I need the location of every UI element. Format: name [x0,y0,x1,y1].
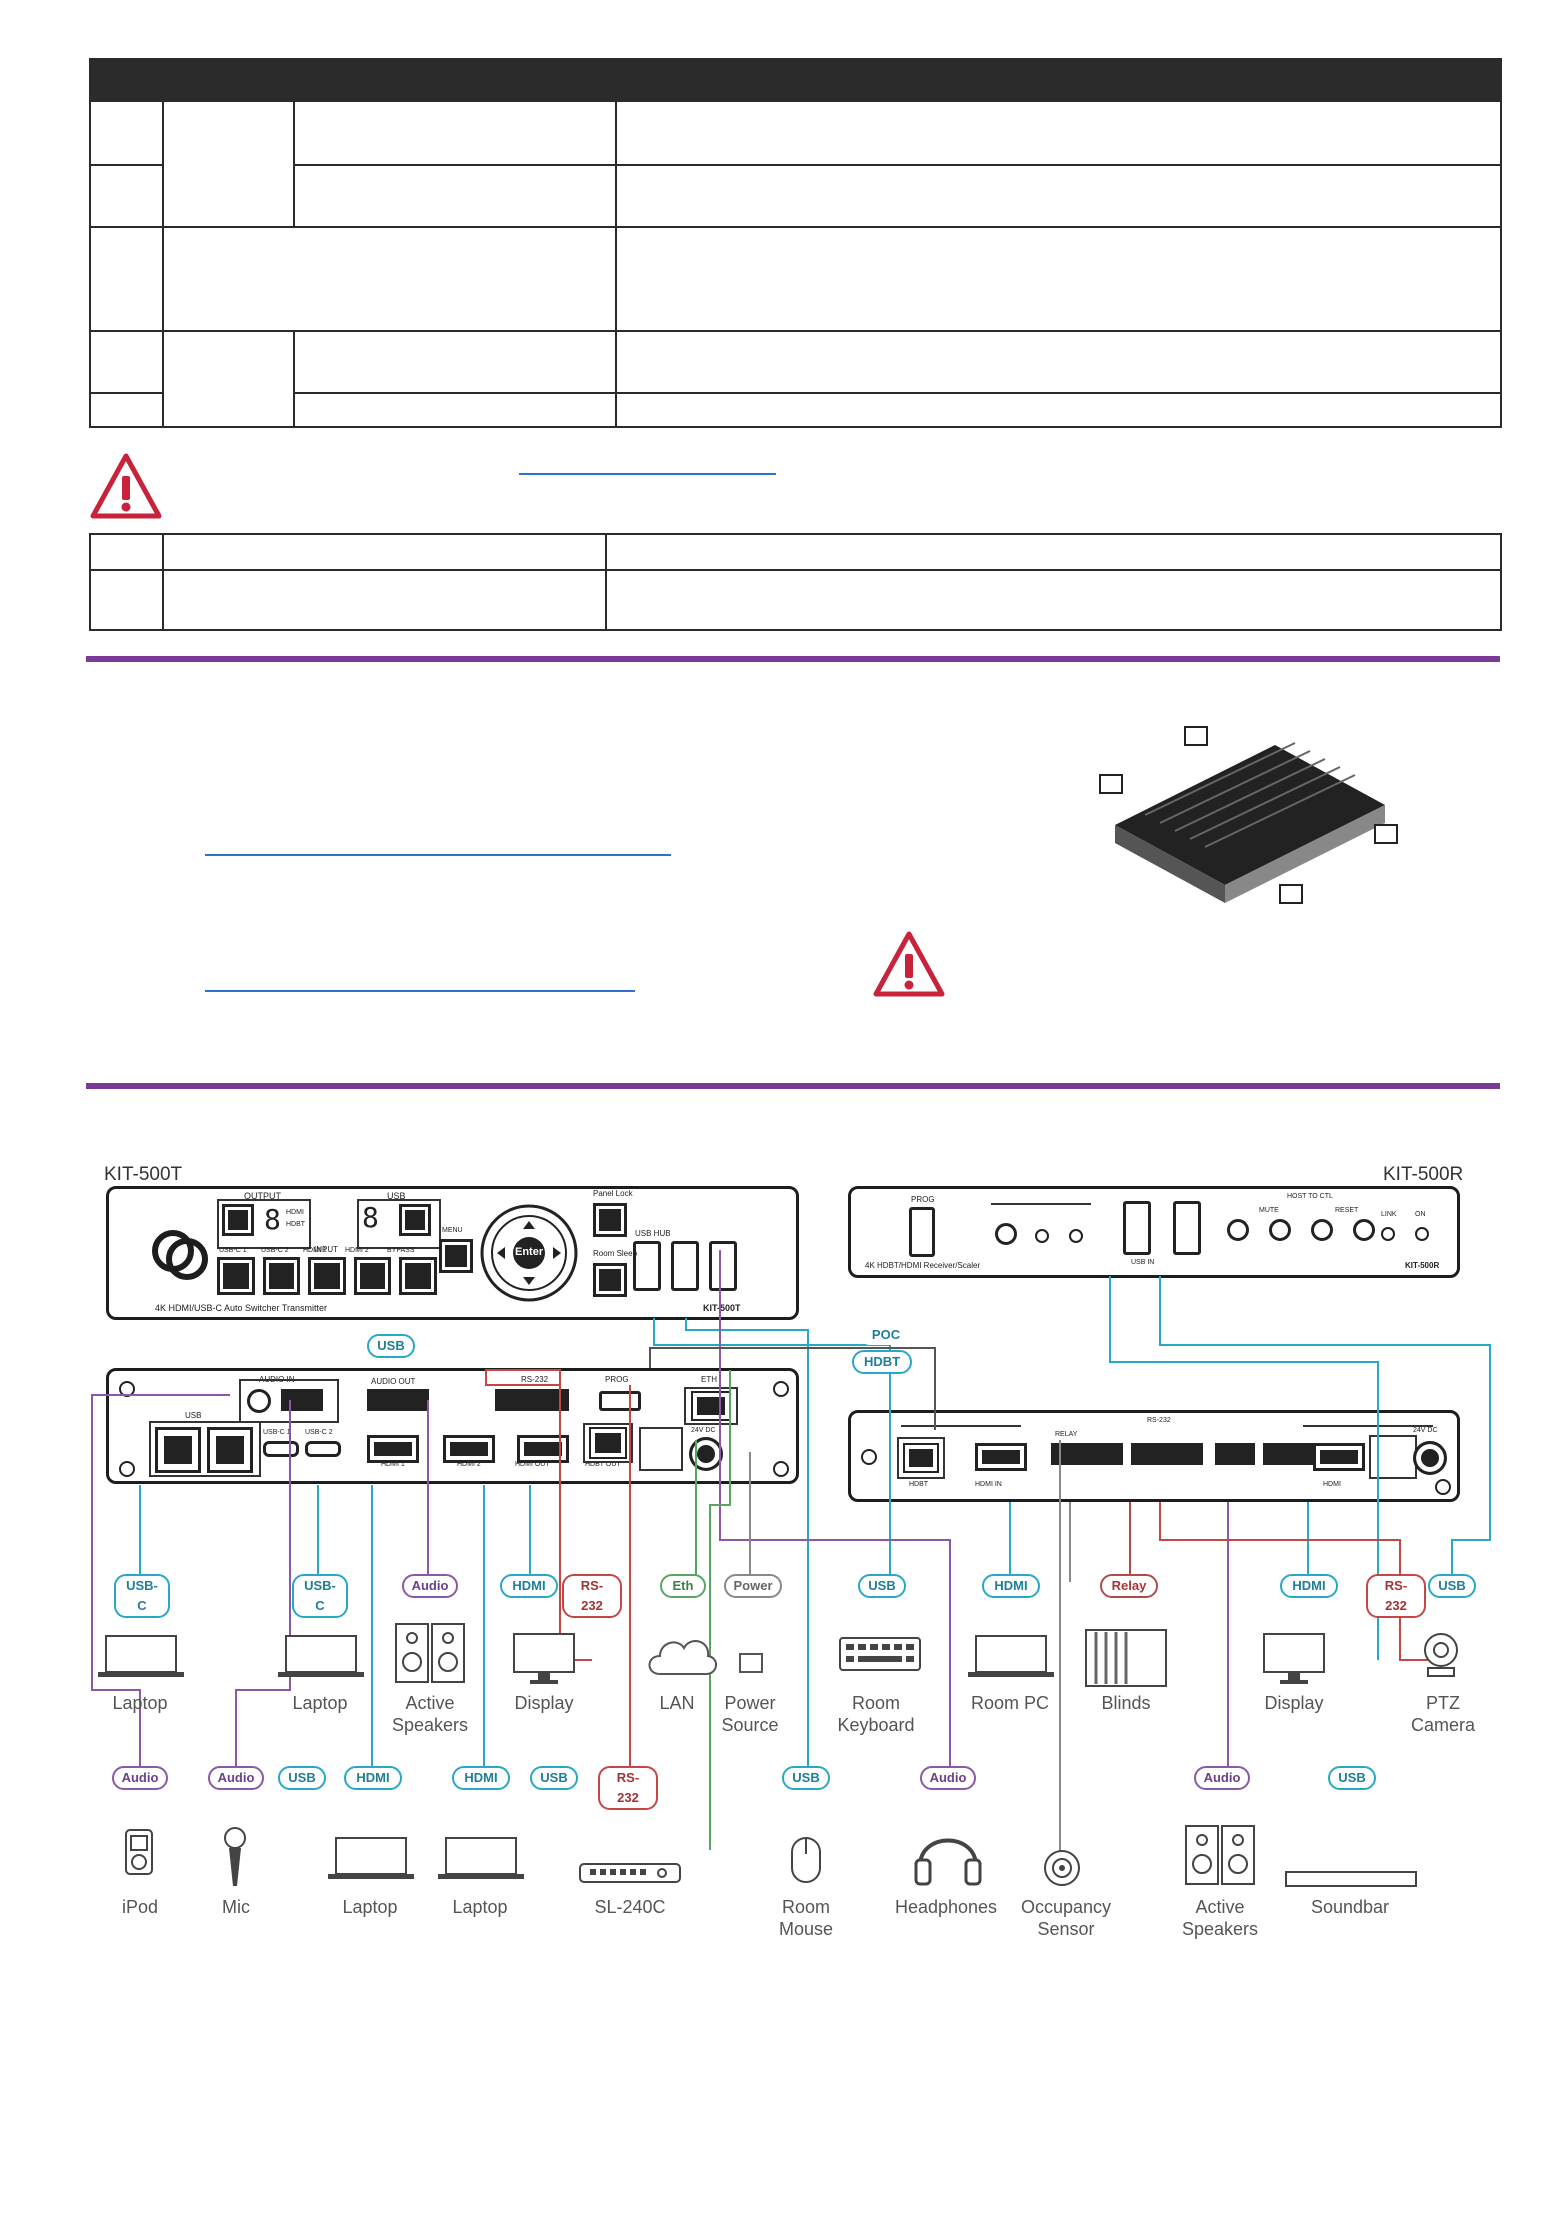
soundbar-icon [1285,1871,1417,1887]
table-cell [293,100,617,166]
spec-table-top [89,58,1502,428]
blinds-icon [1085,1629,1167,1687]
speakers-icon [395,1623,465,1683]
output-label: OUTPUT [244,1191,281,1201]
laptop-icon [278,1635,364,1677]
headphones-icon [914,1838,982,1886]
usb-hub-ports [633,1241,737,1291]
hyperlink-underline[interactable] [519,473,776,475]
rx-front-panel: PROG USB IN HOST TO CTL MUTE RESET LINK … [848,1186,1460,1278]
keyboard-icon [839,1637,921,1671]
laptop-icon [438,1837,524,1879]
menu-button[interactable] [439,1239,473,1273]
power-plug-icon [739,1653,763,1673]
laptop-icon [968,1635,1054,1677]
display-icon [513,1633,575,1684]
hyperlink-underline[interactable] [205,990,635,992]
tx-rear-panel: AUDIO IN USB USB-C 1 USB-C 2 AUDIO OUT H… [106,1368,799,1484]
spec-table-bottom [89,533,1502,631]
rx-round-buttons[interactable] [1227,1219,1375,1241]
room-sleep-button[interactable] [593,1263,627,1297]
panel-lock-button[interactable] [593,1203,627,1237]
tx-front-panel: OUTPUT 8 HDMI HDBT USB 8 INPUT USB-C 1 U… [106,1186,799,1320]
kramer-logo-icon [152,1230,208,1280]
warning-icon [873,931,945,997]
tx-model-label: KIT-500T [104,1164,183,1185]
display-icon [1263,1633,1325,1684]
laptop-icon [98,1635,184,1677]
section-divider [86,1083,1500,1089]
ipod-icon [125,1829,153,1875]
table-cell [615,100,1502,166]
warning-icon [90,453,162,519]
mouse-icon [791,1837,821,1883]
input-buttons[interactable] [217,1257,437,1301]
navigation-pad[interactable] [479,1203,579,1303]
speakers-icon [1185,1825,1255,1885]
table-cell [162,100,295,228]
hyperlink-underline[interactable] [205,854,671,856]
cloud-icon [648,1640,717,1675]
occupancy-sensor-icon [1044,1850,1080,1886]
section-divider [86,656,1500,662]
laptop-icon [328,1837,414,1879]
rx-rear-panel: HDBT HDMI IN RELAY RS-232 HDMI 24V DC [848,1410,1460,1502]
table-cell [89,100,164,166]
rx-model-label: KIT-500R [1383,1164,1464,1185]
sl240c-icon [579,1863,681,1883]
camera-icon [1424,1633,1458,1677]
rack-mount-illustration [1099,726,1398,904]
microphone-icon [224,1827,246,1886]
